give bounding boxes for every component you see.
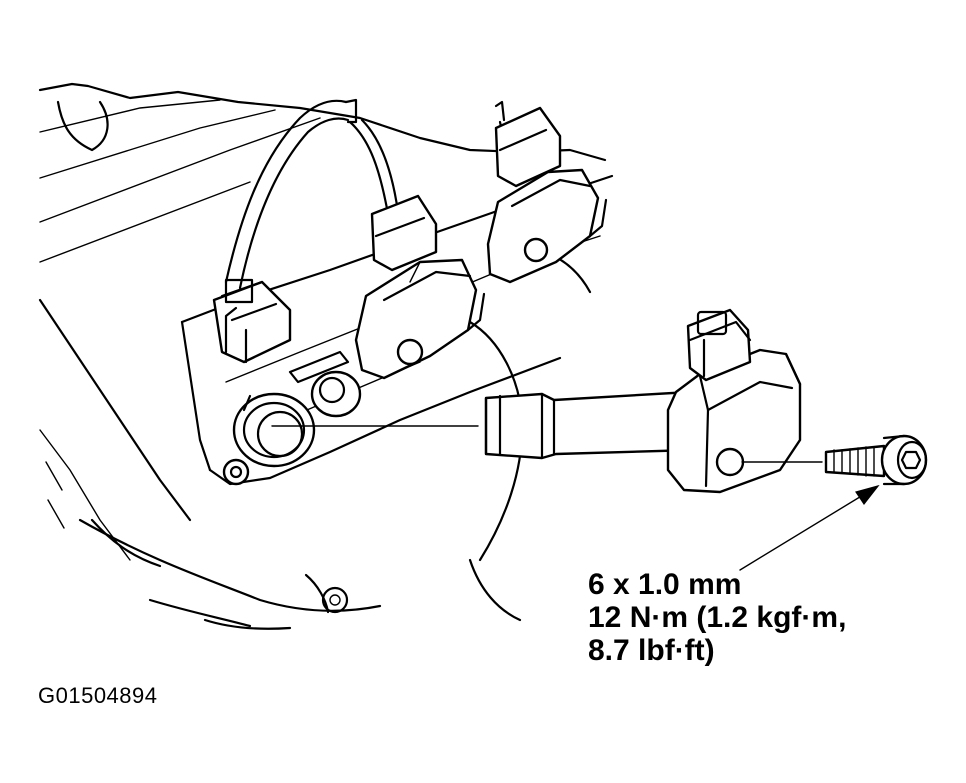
bolt-size-label: 6 x 1.0 mm (588, 568, 742, 601)
ignition-coil-connector (212, 278, 292, 364)
torque-label-line1: 12 N·m (1.2 kgf·m, (588, 601, 847, 634)
alignment-lines (271, 425, 880, 571)
spark-plug-hole (222, 370, 362, 486)
wire-harness (224, 98, 508, 290)
ignition-coil (484, 308, 802, 494)
bolt-spec-callout: 6 x 1.0 mm 12 N·m (1.2 kgf·m, 8.7 lbf·ft… (588, 568, 846, 667)
ignition-coil (354, 194, 486, 380)
torque-label-line2: 8.7 lbf·ft) (588, 634, 715, 667)
ignition-coil-mounting-bolt (824, 434, 928, 486)
figure-id: G01504894 (38, 683, 158, 708)
ignition-coil (486, 106, 608, 284)
